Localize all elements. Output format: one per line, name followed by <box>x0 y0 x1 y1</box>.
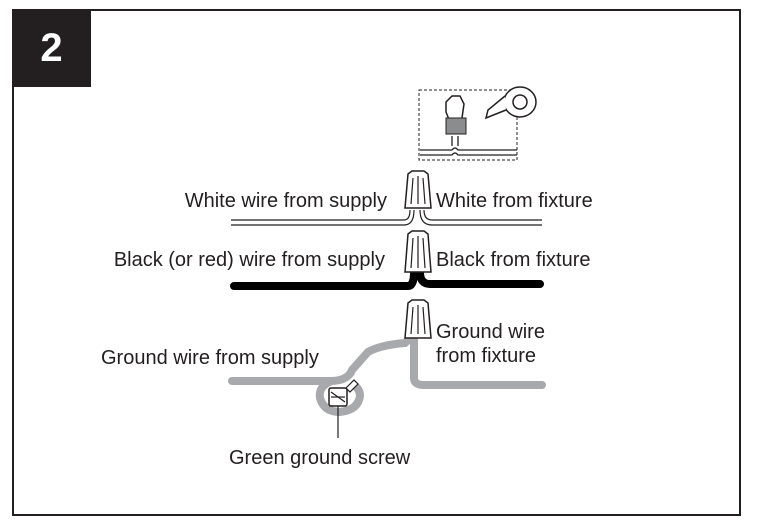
label-green-screw: Green ground screw <box>229 447 411 469</box>
label-black-supply: Black (or red) wire from supply <box>114 249 385 271</box>
label-white-supply: White wire from supply <box>185 190 387 212</box>
ground-wires <box>228 334 546 417</box>
step-number-badge: 2 <box>12 9 91 87</box>
label-ground-fixture-line1: Ground wire <box>436 321 545 343</box>
label-ground-fixture-line2: from fixture <box>436 345 536 367</box>
black-wire-nut-icon <box>404 230 432 273</box>
tape-inset <box>418 86 537 161</box>
taped-wire-nut-icon <box>420 95 517 156</box>
white-wire-nut-icon <box>404 170 432 209</box>
label-white-fixture: White from fixture <box>436 190 593 212</box>
electrical-tape-icon <box>484 86 537 120</box>
ground-wire-nut-icon <box>404 299 432 339</box>
label-black-fixture: Black from fixture <box>436 249 590 271</box>
white-wires <box>231 209 542 226</box>
ground-screw-icon <box>328 379 359 438</box>
label-ground-supply: Ground wire from supply <box>101 347 319 369</box>
black-wires <box>230 268 544 290</box>
diagram-frame <box>12 9 741 516</box>
